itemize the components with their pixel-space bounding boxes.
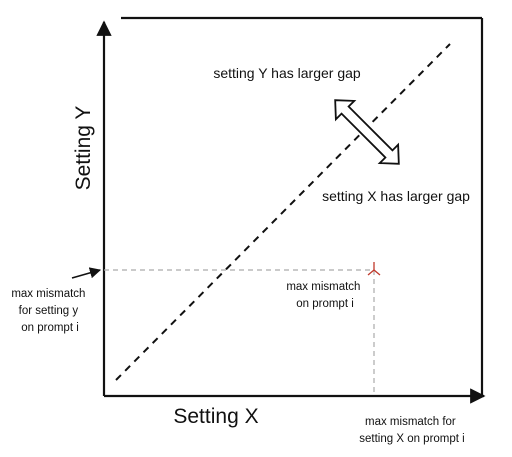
lower-region-label: setting X has larger gap [322,188,470,204]
point-marker-icon [367,262,381,276]
y-axis-label: Setting Y [72,106,95,191]
double-arrow-icon [334,99,400,165]
diagonal-dashed-line [115,43,451,381]
upper-region-label: setting Y has larger gap [213,65,361,81]
y-mismatch-pointer-arrow [71,267,102,279]
y-mismatch-label: max mismatch for setting y on prompt i [11,288,88,334]
x-axis-label: Setting X [173,405,258,428]
x-mismatch-label: max mismatch for setting X on prompt i [359,416,464,445]
point-label: max mismatch on prompt i [286,281,363,310]
